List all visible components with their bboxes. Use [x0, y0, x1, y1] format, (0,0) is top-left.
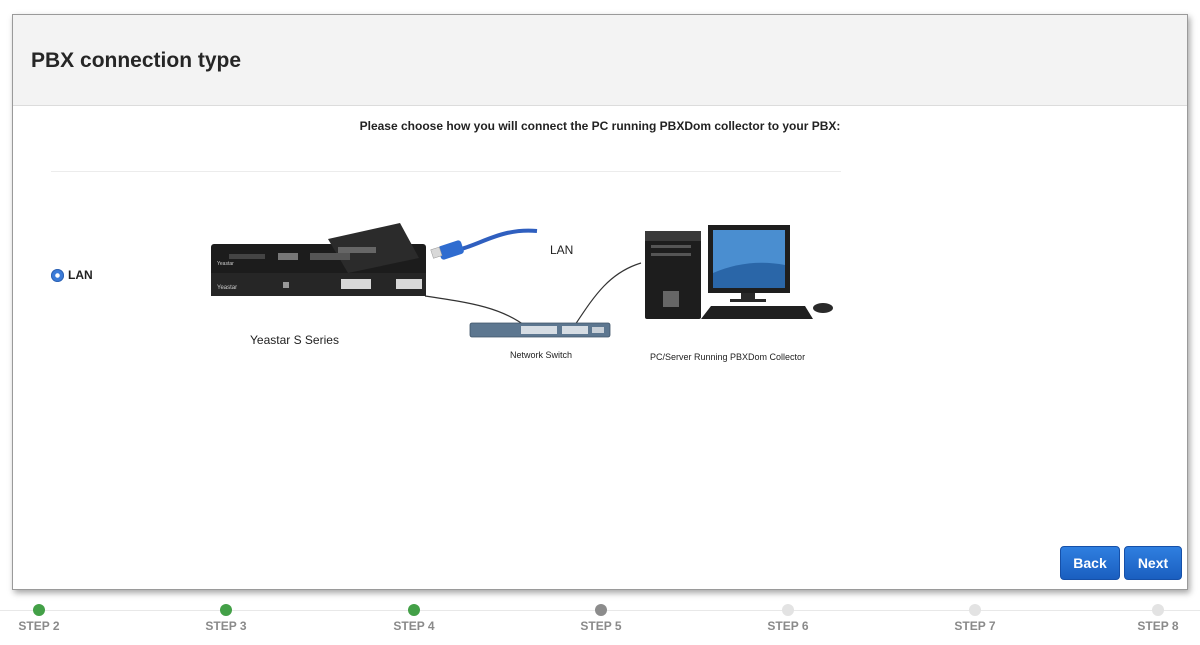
- step-progress: STEP 2 STEP 3 STEP 4 STEP 5 STEP 6 STEP …: [0, 598, 1200, 645]
- step-dot: [595, 604, 607, 616]
- network-switch-image: [469, 322, 611, 338]
- step-label: STEP 2: [18, 619, 60, 633]
- pbx-brand-bottom: Yeastar: [217, 285, 237, 291]
- pbx-device-image: Yeastar Yeastar: [211, 223, 426, 296]
- step-dot: [1152, 604, 1164, 616]
- step-item: STEP 5: [561, 598, 641, 633]
- step-label: STEP 5: [580, 619, 622, 633]
- step-dot: [220, 604, 232, 616]
- step-item: STEP 2: [0, 598, 79, 633]
- next-button[interactable]: Next: [1124, 546, 1182, 580]
- step-label: STEP 8: [1137, 619, 1179, 633]
- page-title: PBX connection type: [31, 49, 242, 72]
- step-dot: [782, 604, 794, 616]
- step-item: STEP 3: [186, 598, 266, 633]
- step-label: STEP 6: [767, 619, 809, 633]
- step-dot: [969, 604, 981, 616]
- step-dot: [33, 604, 45, 616]
- step-item: STEP 6: [748, 598, 828, 633]
- lan-radio[interactable]: [51, 268, 64, 282]
- lan-radio-label: LAN: [68, 268, 93, 282]
- back-button[interactable]: Back: [1060, 546, 1120, 580]
- pc-label: PC/Server Running PBXDom Collector: [650, 352, 805, 362]
- instruction-text: Please choose how you will connect the P…: [359, 119, 841, 133]
- option-lan[interactable]: LAN: [51, 268, 93, 282]
- switch-label: Network Switch: [510, 350, 572, 360]
- pbx-brand-top: Yeastar: [217, 261, 234, 267]
- step-item: STEP 4: [374, 598, 454, 633]
- wizard-header: PBX connection type: [13, 15, 1187, 106]
- wizard-panel: PBX connection type Please choose how yo…: [12, 14, 1188, 590]
- step-item: STEP 8: [1118, 598, 1198, 633]
- pc-cable: [572, 262, 642, 329]
- step-label: STEP 3: [205, 619, 247, 633]
- step-label: STEP 4: [393, 619, 435, 633]
- pbx-label: Yeastar S Series: [250, 333, 339, 347]
- pc-image: [645, 225, 833, 319]
- lan-cable-image: [430, 228, 538, 260]
- step-label: STEP 7: [954, 619, 996, 633]
- step-item: STEP 7: [935, 598, 1015, 633]
- step-dot: [408, 604, 420, 616]
- connection-diagram: Yeastar Yeastar LAN Yeastar S Series Net…: [211, 223, 833, 362]
- pbx-cable: [424, 295, 529, 329]
- divider: [51, 171, 841, 172]
- lan-cable-label: LAN: [550, 243, 573, 257]
